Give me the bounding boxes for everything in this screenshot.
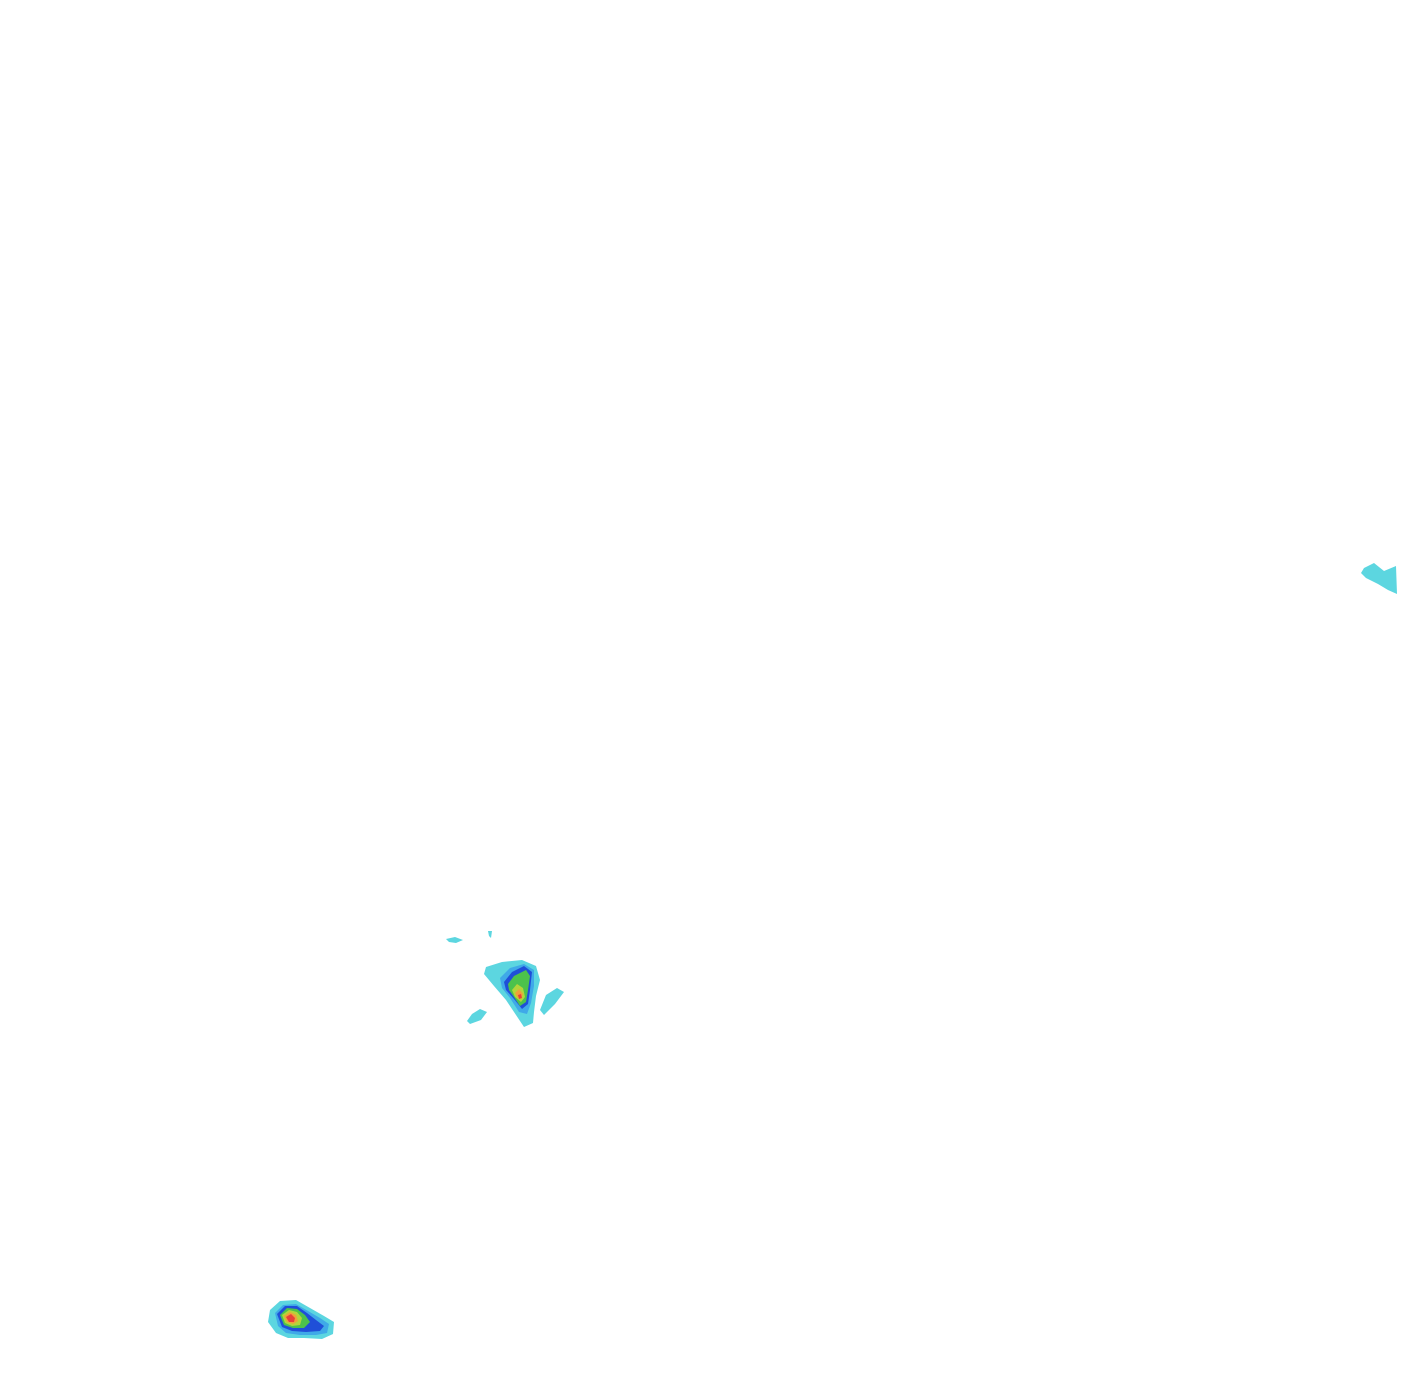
cell-southwest [268, 1300, 334, 1339]
cell-central [446, 931, 564, 1027]
contour-level-7 [518, 994, 522, 999]
contour-level-1 [1361, 563, 1397, 594]
contour-level-7 [286, 1314, 295, 1322]
contour-fragment [467, 1009, 487, 1024]
contour-fragment [446, 937, 463, 943]
contour-fragment [488, 931, 492, 938]
contour-fragment [540, 988, 564, 1015]
cell-east-edge [1361, 563, 1397, 594]
